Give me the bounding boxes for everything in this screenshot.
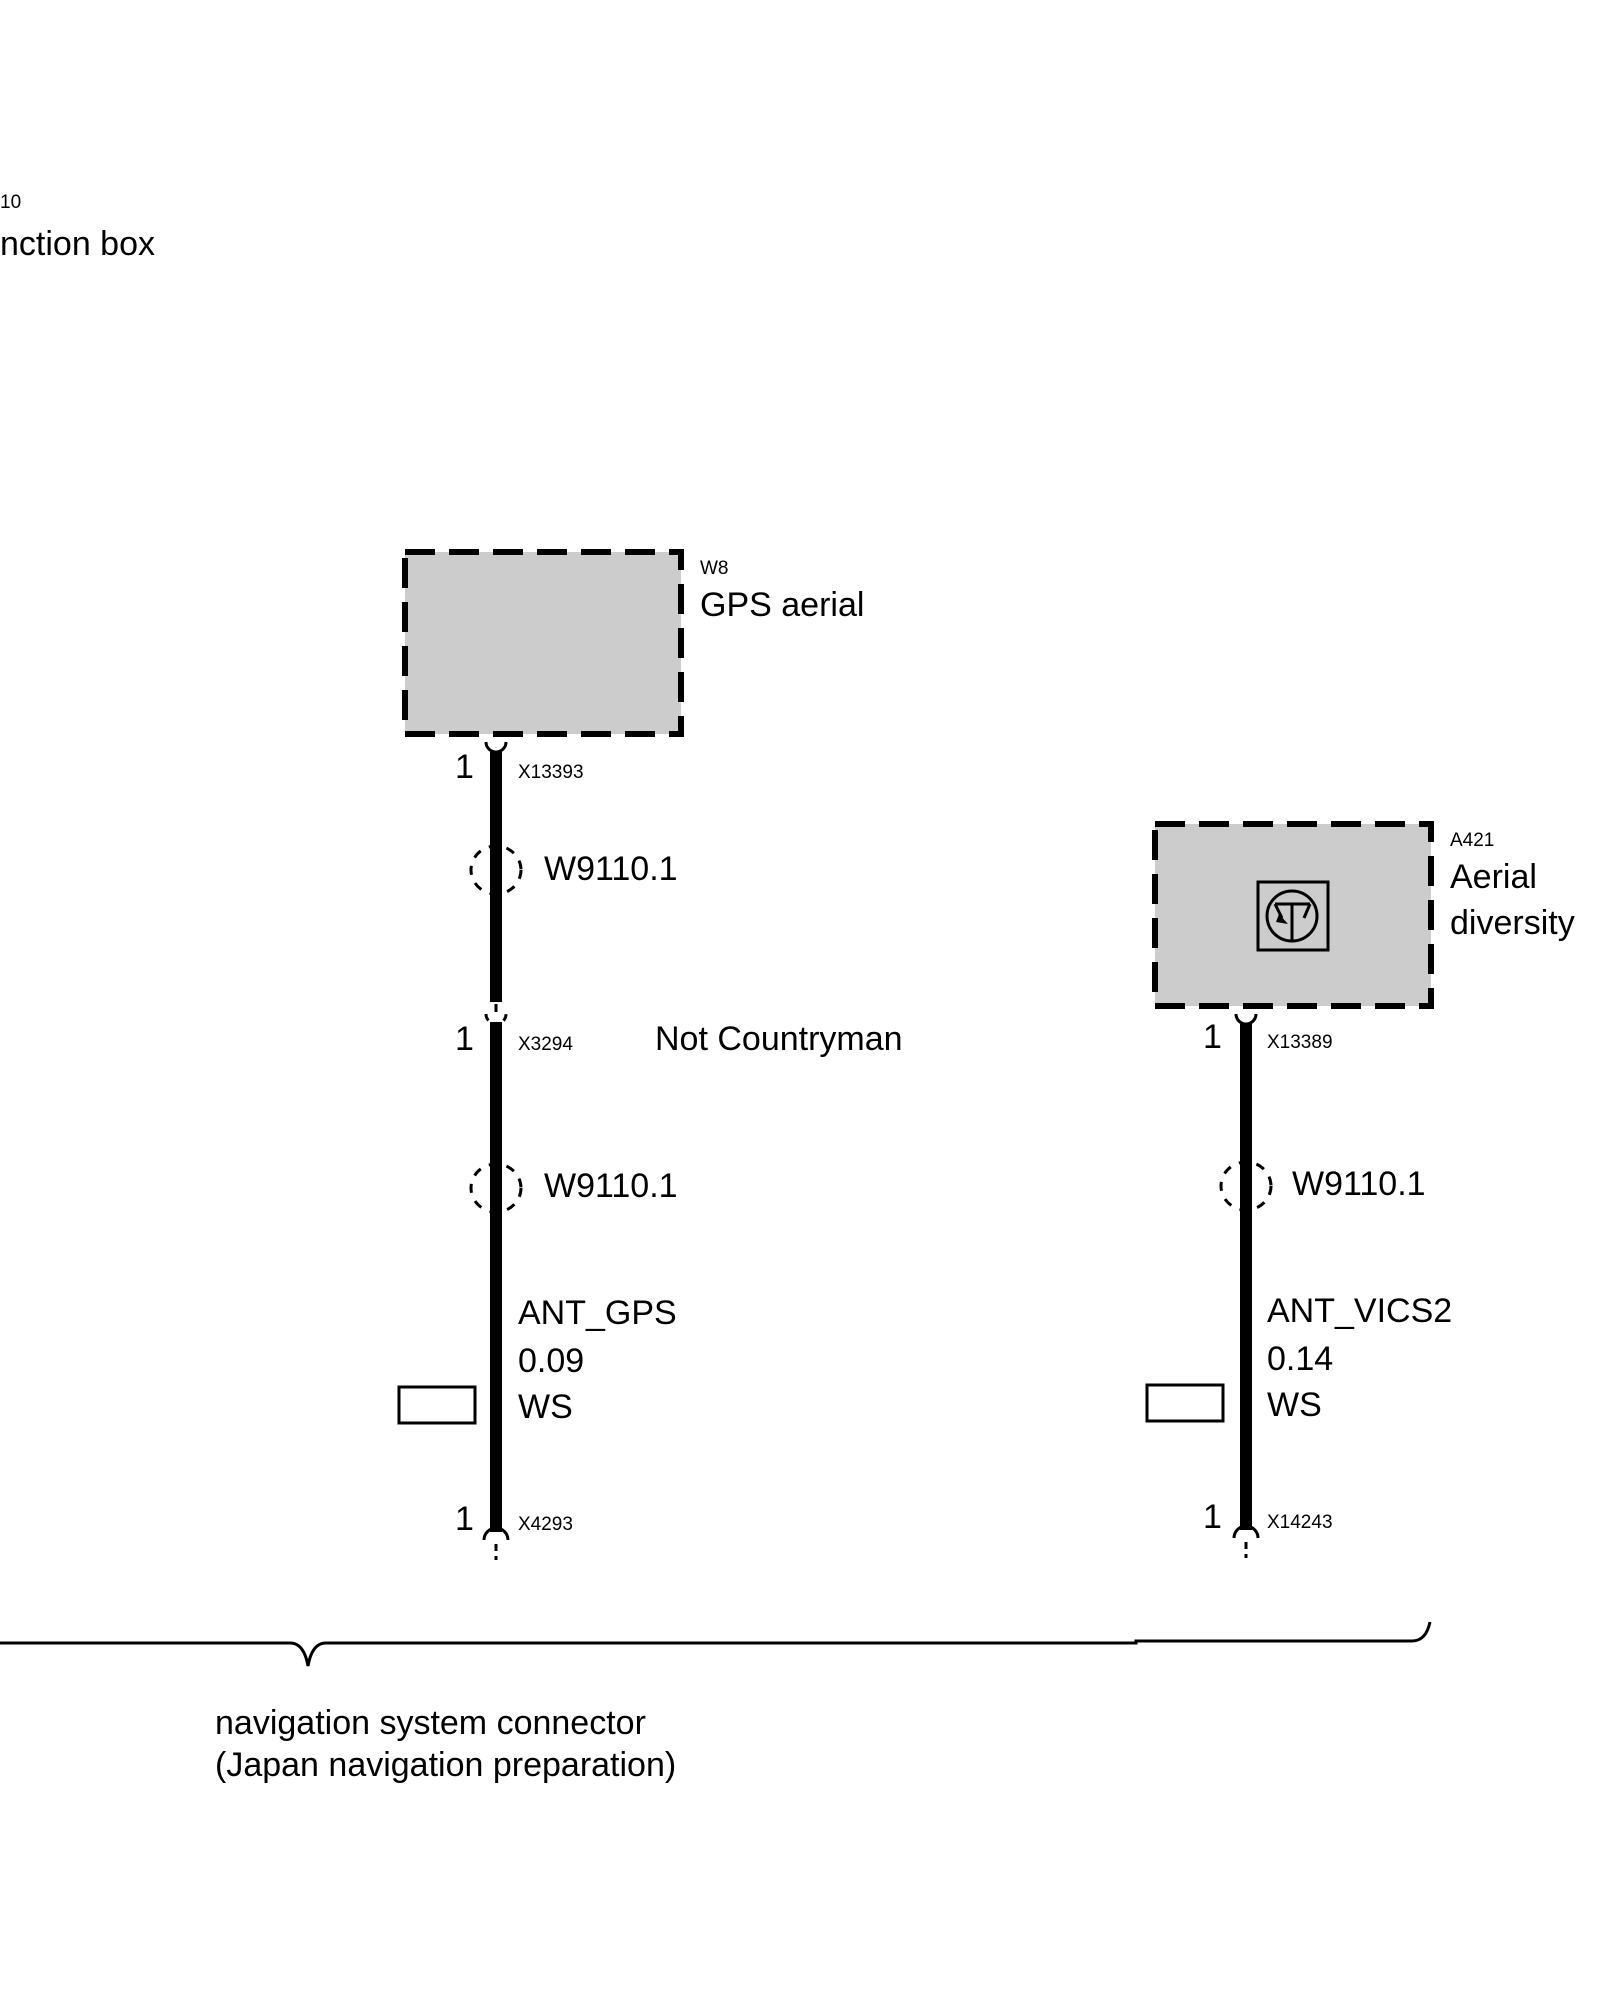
group-label-line1: navigation system connector bbox=[215, 1704, 646, 1742]
connector-x13389-id: X13389 bbox=[1267, 1032, 1333, 1053]
gps-aerial-component[interactable] bbox=[402, 549, 684, 737]
aerial-diversity-label-line1: Aerial bbox=[1450, 858, 1537, 896]
shield-vics-label: W9110.1 bbox=[1292, 1165, 1426, 1203]
connector-x3294-pin: 1 bbox=[455, 1020, 474, 1058]
gps-wire-tag bbox=[397, 1385, 477, 1425]
gps-aerial-circuit: W8 GPS aerial 1 X13393 W9110.1 1 X3294 N… bbox=[397, 549, 903, 1560]
shield-lower-label: W9110.1 bbox=[544, 1167, 678, 1205]
shield-vics-symbol bbox=[1219, 1160, 1273, 1212]
shield-lower-symbol bbox=[469, 1162, 523, 1214]
connector-x3294-id: X3294 bbox=[518, 1034, 573, 1055]
junction-box-label: nction box bbox=[0, 225, 155, 263]
aerial-diversity-circuit: A421 Aerial diversity 1 X13389 W9110.1 A… bbox=[1145, 821, 1575, 1558]
group-brace bbox=[0, 1621, 1432, 1667]
gps-signal-name: ANT_GPS bbox=[518, 1294, 677, 1332]
gps-aerial-label: GPS aerial bbox=[700, 586, 864, 624]
connector-x13393-id: X13393 bbox=[518, 762, 584, 783]
connector-x13389-symbol bbox=[1234, 1013, 1258, 1026]
vics-wire-tag bbox=[1145, 1383, 1225, 1423]
connector-x14243-symbol bbox=[1232, 1524, 1260, 1539]
junction-box-ref: 10 bbox=[0, 192, 21, 213]
variant-note: Not Countryman bbox=[655, 1020, 903, 1058]
transistor-icon bbox=[1256, 880, 1330, 952]
connector-x4293-pin: 1 bbox=[455, 1500, 474, 1538]
aerial-diversity-label-line2: diversity bbox=[1450, 904, 1575, 942]
gps-cross-section: 0.09 bbox=[518, 1342, 584, 1380]
vics-cross-section: 0.14 bbox=[1267, 1340, 1333, 1378]
shield-upper-label: W9110.1 bbox=[544, 850, 678, 888]
connector-x13393-pin: 1 bbox=[455, 748, 474, 786]
gps-wire-color: WS bbox=[518, 1388, 573, 1426]
connector-x14243-pin: 1 bbox=[1203, 1498, 1222, 1536]
shield-upper-symbol bbox=[469, 844, 523, 896]
aerial-diversity-ref: A421 bbox=[1450, 830, 1494, 851]
connector-x4293-symbol bbox=[482, 1526, 510, 1541]
group-label-line2: (Japan navigation preparation) bbox=[215, 1746, 676, 1784]
connector-x14243-id: X14243 bbox=[1267, 1512, 1333, 1533]
connector-x13389-pin: 1 bbox=[1203, 1018, 1222, 1056]
vics-wire-color: WS bbox=[1267, 1386, 1322, 1424]
gps-aerial-ref: W8 bbox=[700, 558, 729, 579]
connector-x13393-symbol bbox=[484, 741, 508, 754]
vics-signal-name: ANT_VICS2 bbox=[1267, 1292, 1452, 1330]
connector-x4293-id: X4293 bbox=[518, 1514, 573, 1535]
